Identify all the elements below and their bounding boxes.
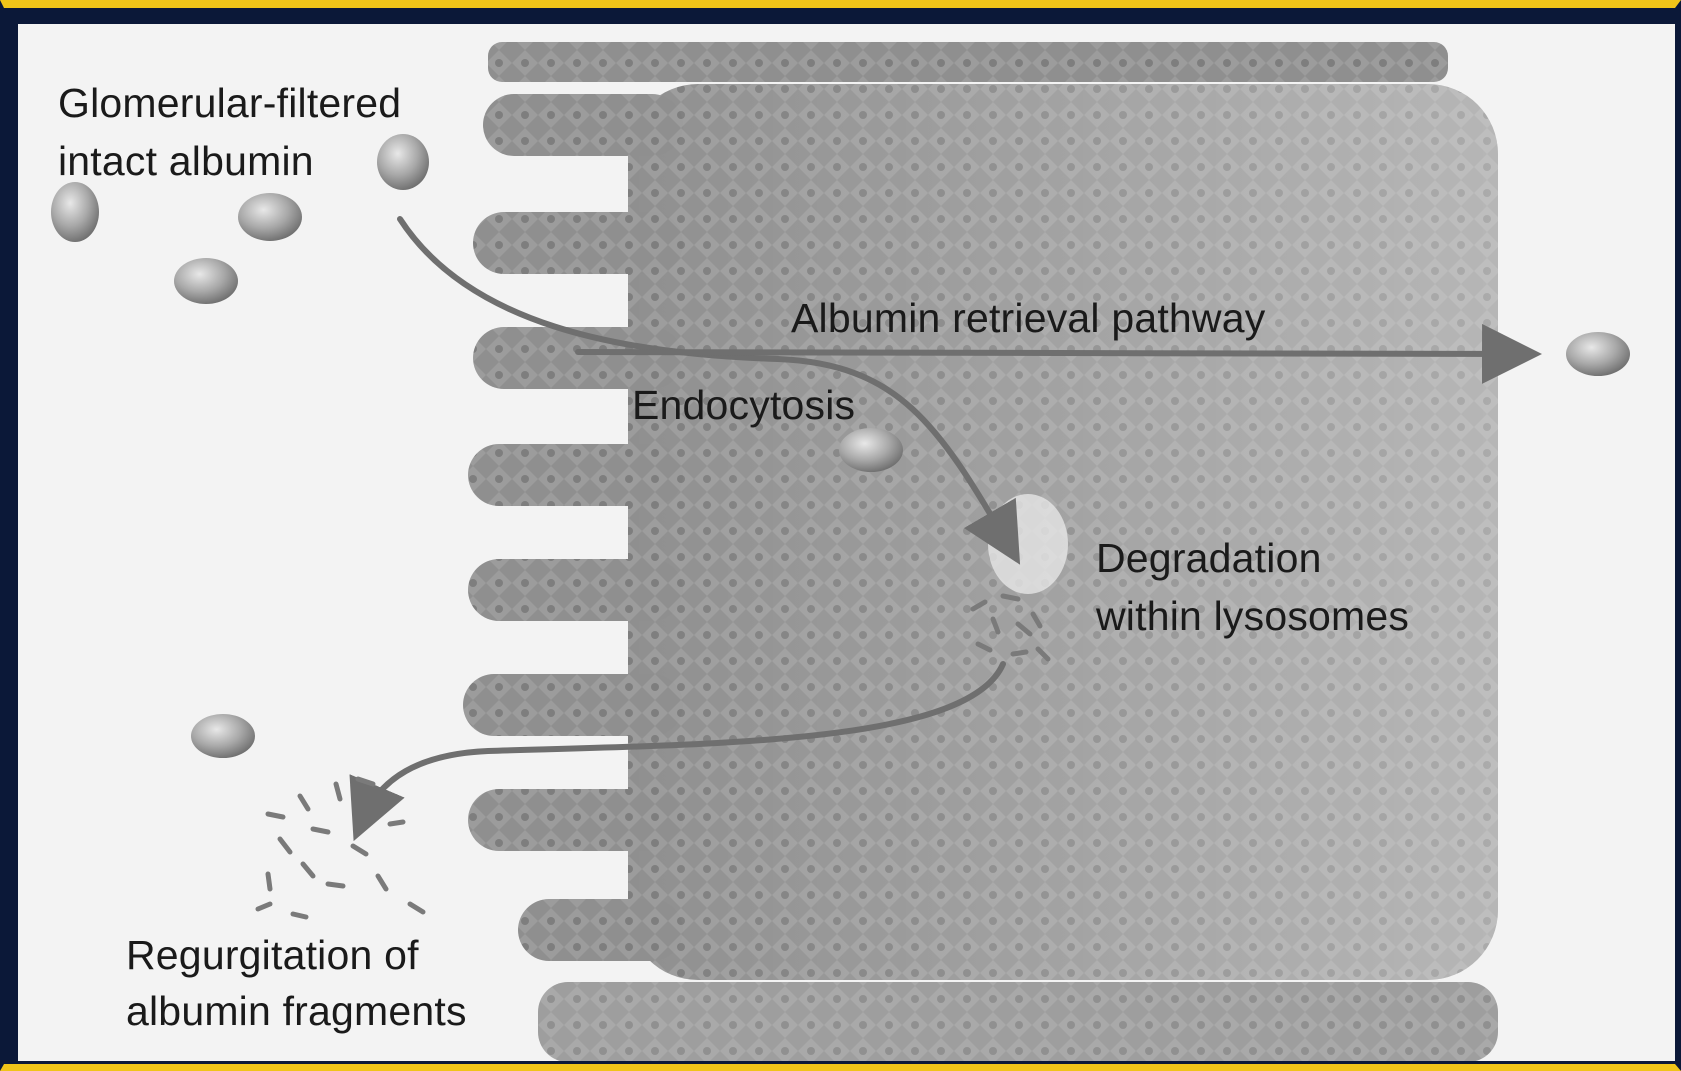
albumin-molecule-icon [1566,332,1630,376]
label-glomerular-filtered: Glomerular-filtered [58,74,401,132]
retrieval-pathway-arrow [578,352,1518,354]
neighbor-cell-bottom [538,982,1498,1061]
albumin-molecule-icon [377,134,429,190]
albumin-molecule-icon [238,193,302,241]
label-albumin-fragments: albumin fragments [126,982,467,1040]
label-regurgitation-of: Regurgitation of [126,926,419,984]
albumin-molecule-icon [51,182,99,242]
label-endocytosis: Endocytosis [632,376,855,434]
regurgitated-fragments [258,779,423,917]
diagram-panel: Glomerular-filtered intact albumin Album… [18,24,1675,1061]
label-within-lysosomes: within lysosomes [1096,587,1409,645]
lysosome-zone [988,494,1068,594]
label-degradation: Degradation [1096,529,1322,587]
label-intact-albumin: intact albumin [58,132,314,190]
albumin-molecule-icon [839,428,903,472]
neighbor-cell-top [488,42,1448,82]
albumin-molecule-icon [174,258,238,304]
albumin-molecule-icon [191,714,255,758]
label-albumin-retrieval-pathway: Albumin retrieval pathway [791,289,1265,347]
